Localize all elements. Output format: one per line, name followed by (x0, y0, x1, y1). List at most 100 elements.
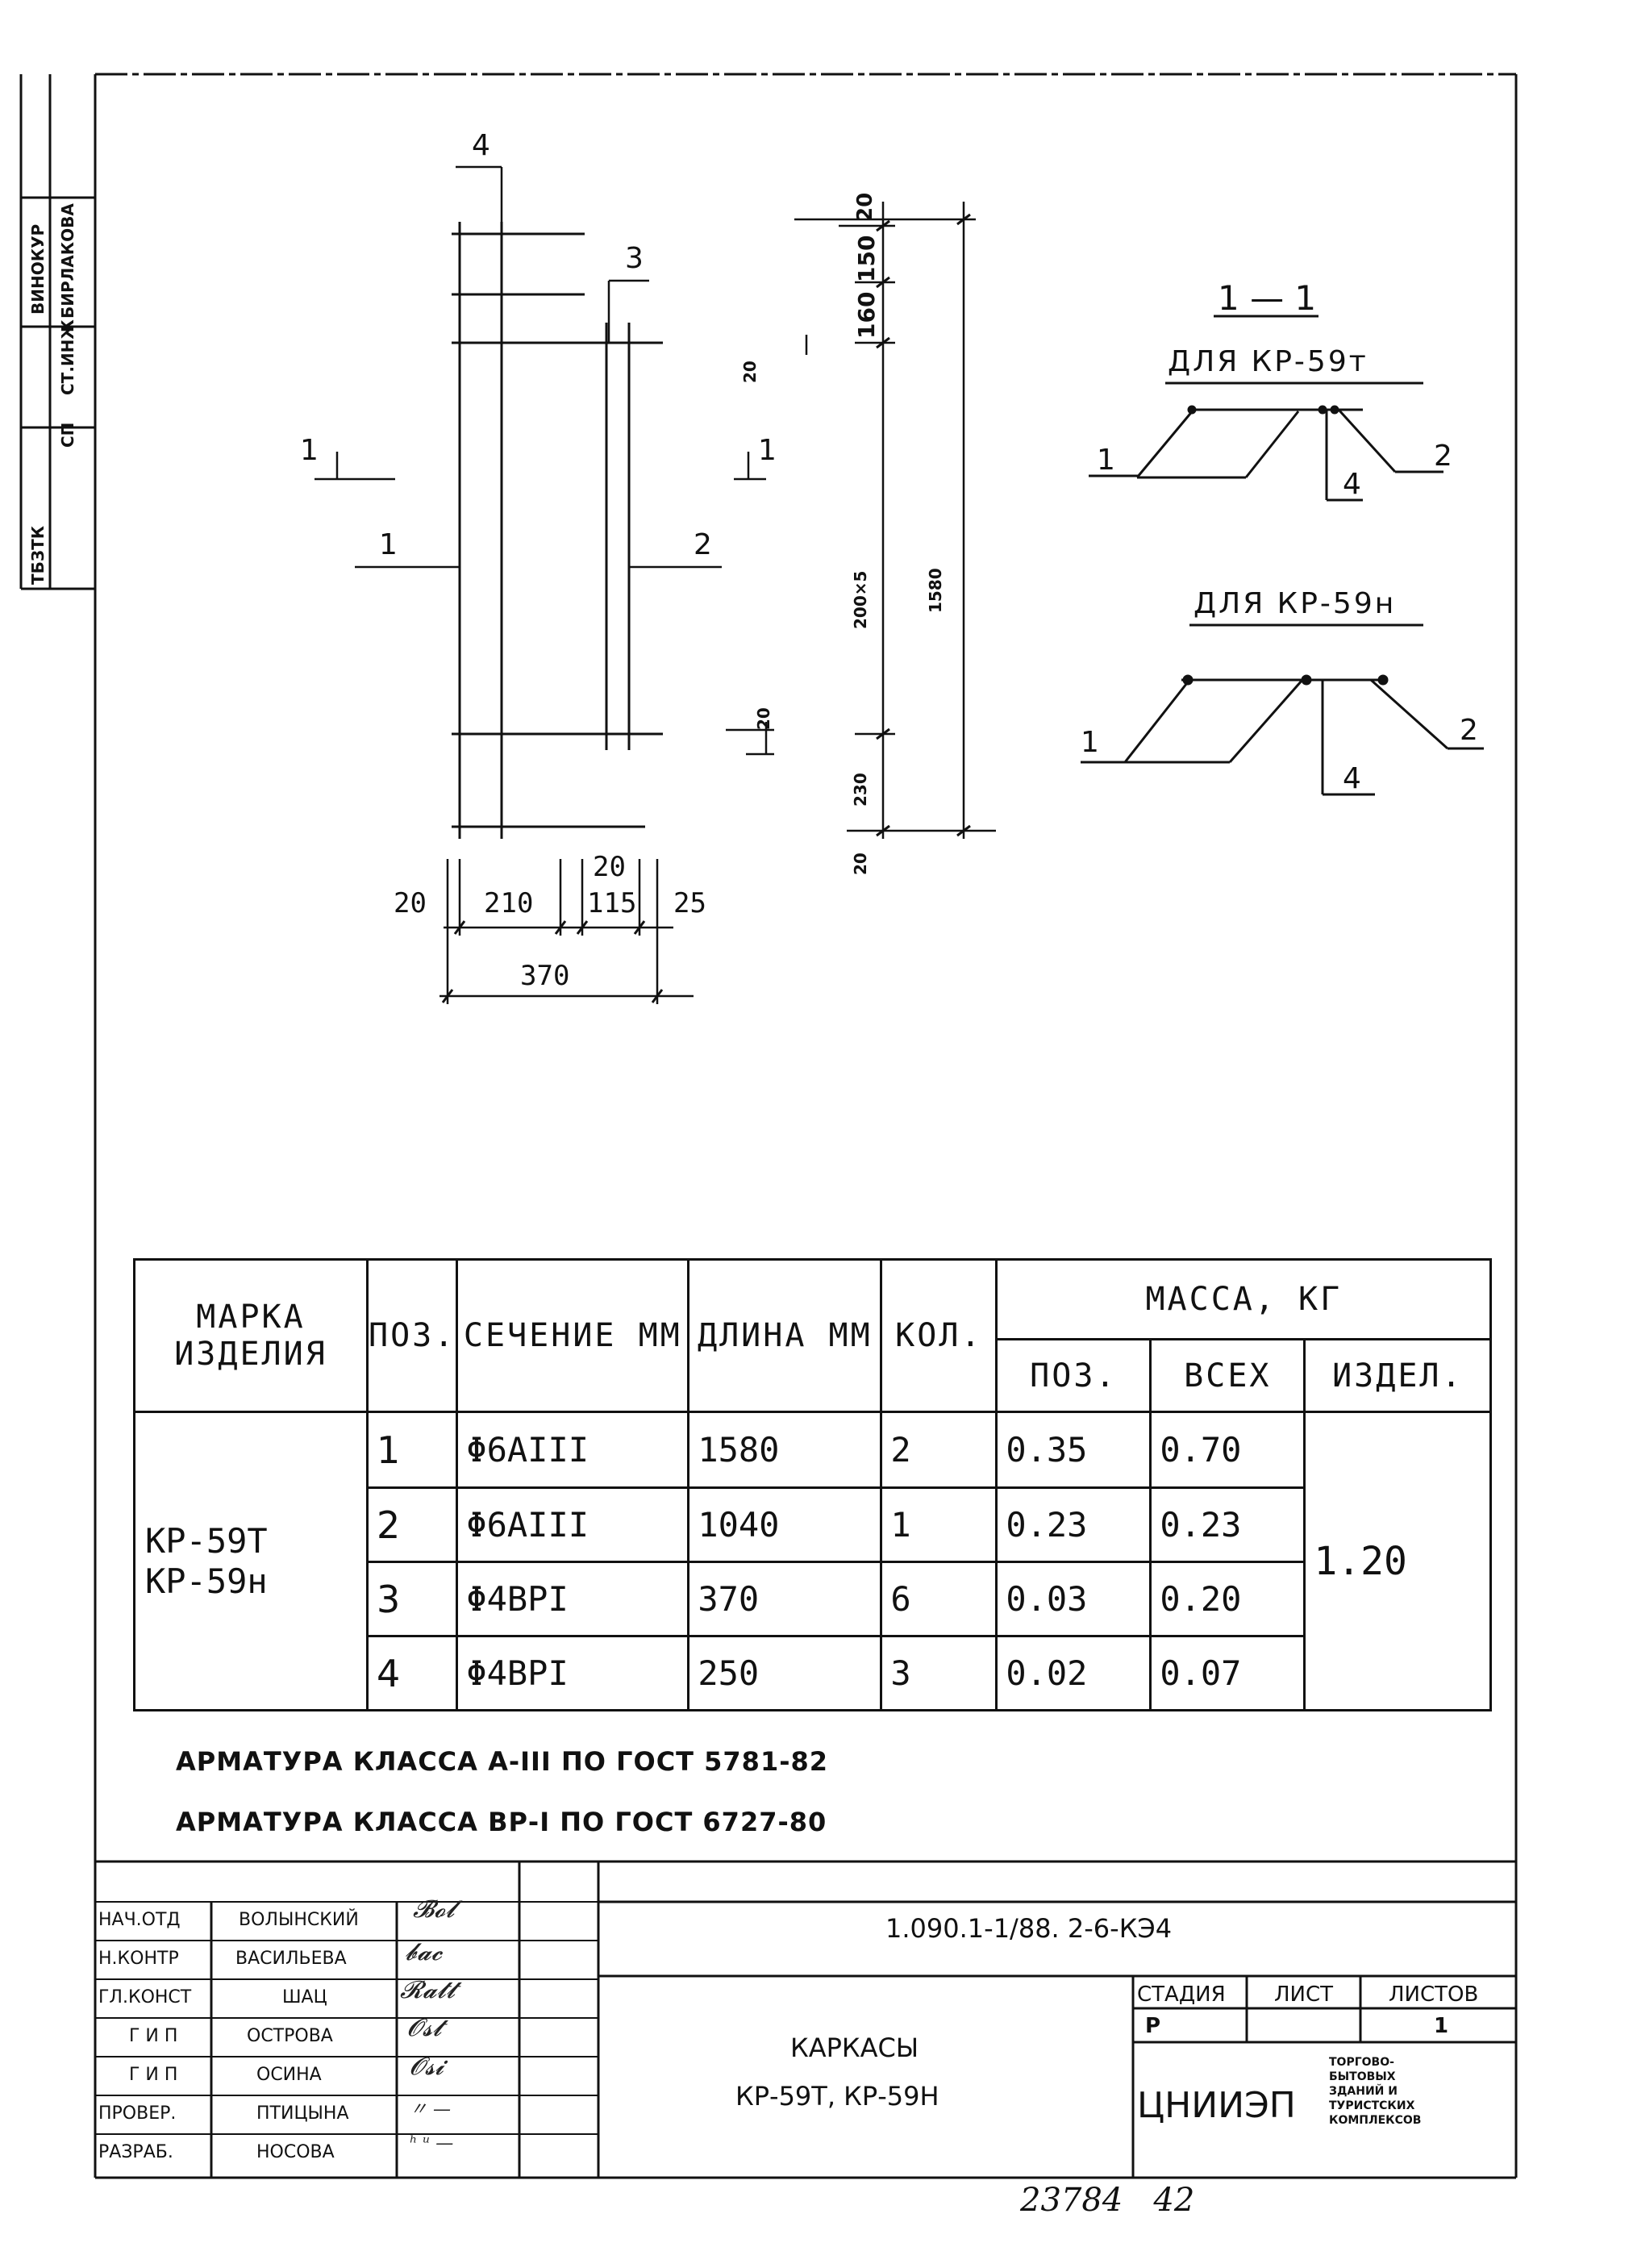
table-row: 2 Φ6AIII 1040 1 0.23 0.23 (135, 1486, 1491, 1563)
dim-20-mid-lower: 20 (754, 707, 773, 730)
sheets-value: 1 (1434, 2014, 1449, 2038)
cell-item-mass: 1.20 (1303, 1411, 1493, 1711)
signature-5: 𝓞𝓼𝓲 (410, 2053, 444, 2081)
section-mark-left: 1 (300, 434, 319, 467)
stamp-text-5: ВИНОКУР (28, 223, 48, 315)
section-n-label-1: 1 (1081, 726, 1099, 759)
table-row: 3 Φ4BPI 370 6 0.03 0.20 (135, 1561, 1491, 1637)
signature-1: 𝓑𝓸𝓵 (413, 1895, 455, 1924)
section-title: 1 — 1 (1218, 278, 1317, 318)
mark-line-2: КР-59н (145, 1561, 268, 1601)
cell-length: 250 (687, 1635, 883, 1711)
cell-pos: 4 (365, 1635, 459, 1711)
header-mass-all: ВСЕХ (1149, 1338, 1306, 1413)
dim-20-bottom: 20 (851, 853, 870, 875)
dims-right-ticks (876, 213, 971, 837)
name-5: ОСИНА (256, 2065, 322, 2085)
name-4: ОСТРОВА (247, 2026, 333, 2046)
cell-length: 370 (687, 1561, 883, 1637)
header-mass-pos: ПОЗ. (995, 1338, 1152, 1413)
cage-leaders (315, 165, 766, 569)
section-title-underlines (1165, 315, 1423, 627)
org-desc-line: БЫТОВЫХ (1329, 2070, 1396, 2083)
name-2: ВАСИЛЬЕВА (235, 1949, 347, 1969)
table-row: 4 Φ4BPI 250 3 0.02 0.07 (135, 1635, 1491, 1711)
signature-6: 〃 — (410, 2099, 451, 2120)
header-mass: МАССА, КГ (995, 1258, 1493, 1340)
cell-pos: 1 (365, 1411, 459, 1489)
cell-section: Φ6AIII (456, 1486, 690, 1563)
note-bp1: АРМАТУРА КЛАССА ВР-I ПО ГОСТ 6727-80 (176, 1807, 827, 1837)
dim-200x5: 200×5 (851, 570, 870, 629)
cell-mass-pos: 0.02 (995, 1635, 1152, 1711)
role-3: ГЛ.КОНСТ (98, 1987, 192, 2007)
archive-number: 23784 42 (1020, 2182, 1195, 2219)
header-mark: МАРКА ИЗДЕЛИЯ (133, 1258, 369, 1413)
stamp-text-1: ТБЗТК (28, 525, 48, 585)
name-3: ШАЦ (282, 1987, 327, 2007)
dims-bottom-ticks (441, 920, 664, 1003)
cell-mass-pos: 0.23 (995, 1486, 1152, 1563)
cell-qty: 2 (880, 1411, 998, 1489)
cell-qty: 1 (880, 1486, 998, 1563)
dim-20-mid-upper: 20 (740, 361, 760, 383)
drawing-title-line-1: КАРКАСЫ (790, 2032, 919, 2063)
dim-25: 25 (673, 887, 706, 919)
organization-description: ТОРГОВО- БЫТОВЫХ ЗДАНИЙ И ТУРИСТСКИХ КОМ… (1329, 2055, 1421, 2128)
mark-line-1: КР-59Т (145, 1520, 268, 1561)
dims-bottom-lines (439, 859, 694, 1004)
dim-370: 370 (520, 960, 570, 992)
name-6: ПТИЦЫНА (256, 2103, 349, 2124)
role-1: НАЧ.ОТД (98, 1910, 181, 1930)
section-t-drawing (1089, 405, 1443, 502)
section-for-n: ДЛЯ КР-59н (1194, 587, 1397, 620)
header-pos: ПОЗ. (365, 1258, 459, 1413)
cell-length: 1580 (687, 1411, 883, 1489)
header-mass-item: ИЗДЕЛ. (1303, 1338, 1493, 1413)
section-t-label-4: 4 (1343, 468, 1361, 501)
stage-value: Р (1145, 2014, 1161, 2038)
specification-table: МАРКА ИЗДЕЛИЯ ПОЗ. СЕЧЕНИЕ ММ ДЛИНА ММ К… (133, 1258, 1493, 1711)
cell-mass-pos: 0.03 (995, 1561, 1152, 1637)
cell-mass-all: 0.70 (1149, 1411, 1306, 1489)
role-7: РАЗРАБ. (98, 2142, 173, 2162)
signature-2: 𝓫𝓪𝓬 (405, 1938, 443, 1966)
name-7: НОСОВА (256, 2142, 335, 2162)
cell-mass-all: 0.23 (1149, 1486, 1306, 1563)
stamp-text-4: БИРЛАКОВА (58, 203, 77, 319)
dim-20-left: 20 (394, 887, 427, 919)
cell-section: Φ6AIII (456, 1411, 690, 1489)
cage-front-view (452, 222, 663, 839)
pos-label-2: 2 (694, 528, 712, 561)
dim-115: 115 (587, 887, 637, 919)
signature-4: 𝓞𝓼𝓽 (407, 2014, 442, 2042)
mark-cell: КР-59Т КР-59н (133, 1411, 369, 1711)
sheet-label: ЛИСТ (1274, 1982, 1334, 2007)
cell-qty: 6 (880, 1561, 998, 1637)
section-mark-right: 1 (758, 434, 777, 467)
pos-label-4: 4 (472, 129, 490, 162)
section-n-label-2: 2 (1460, 714, 1478, 747)
cell-mass-pos: 0.35 (995, 1411, 1152, 1489)
cell-section: Φ4BPI (456, 1635, 690, 1711)
note-a3: АРМАТУРА КЛАССА А-III ПО ГОСТ 5781-82 (176, 1746, 829, 1777)
cell-mass-all: 0.07 (1149, 1635, 1306, 1711)
drawing-title-line-2: КР-59Т, КР-59Н (735, 2081, 939, 2112)
dim-1580: 1580 (926, 568, 945, 613)
role-4: Г И П (129, 2026, 178, 2046)
header-qty: КОЛ. (880, 1258, 998, 1413)
cell-qty: 3 (880, 1635, 998, 1711)
signature-7: ʰ ᵘ — (410, 2133, 454, 2153)
role-5: Г И П (129, 2065, 178, 2085)
signature-3: 𝓡𝓪𝓽𝓽 (400, 1976, 456, 2004)
name-1: ВОЛЫНСКИЙ (239, 1910, 359, 1930)
header-length: ДЛИНА ММ (687, 1258, 883, 1413)
section-t-label-1: 1 (1097, 444, 1115, 477)
dim-20-mid: 20 (593, 851, 626, 883)
section-n-drawing (1081, 674, 1484, 796)
stamp-text-2: СП (58, 422, 77, 448)
stage-label: СТАДИЯ (1137, 1982, 1226, 2007)
header-section: СЕЧЕНИЕ ММ (456, 1258, 690, 1413)
sheet-frame (19, 73, 1518, 2179)
dim-150: 150 (853, 235, 880, 282)
